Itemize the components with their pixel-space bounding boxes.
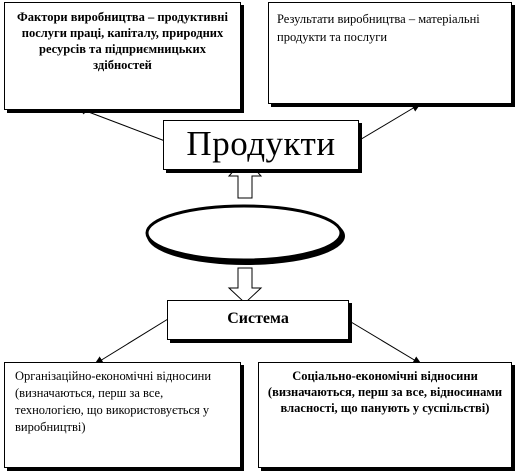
- socio-economic-relations-box: Соціально-економічні відносини (визначаю…: [258, 362, 512, 468]
- organizational-economic-relations-box: Організаційно-економічні відносини (визн…: [4, 362, 241, 468]
- central-ellipse: [145, 204, 343, 262]
- factors-of-production-text: Фактори виробництва – продуктивні послуг…: [17, 10, 228, 72]
- organizational-economic-relations-text: Організаційно-економічні відносини (визн…: [15, 369, 212, 434]
- arrow-to-social: [345, 318, 422, 365]
- double-arrow-lower: [227, 267, 263, 304]
- production-results-box: Результати виробництва – матеріальні про…: [268, 2, 512, 104]
- products-box: Продукти: [163, 120, 359, 170]
- products-label: Продукти: [186, 124, 336, 163]
- factors-of-production-box: Фактори виробництва – продуктивні послуг…: [4, 2, 241, 110]
- production-results-text: Результати виробництва – матеріальні про…: [277, 12, 480, 44]
- arrow-to-factors: [77, 107, 166, 142]
- arrow-to-results: [357, 103, 421, 142]
- socio-economic-relations-text: Соціально-економічні відносини (визначаю…: [267, 369, 503, 415]
- system-box: Система: [167, 300, 349, 340]
- arrow-to-org: [94, 318, 169, 365]
- system-label: Система: [227, 310, 289, 327]
